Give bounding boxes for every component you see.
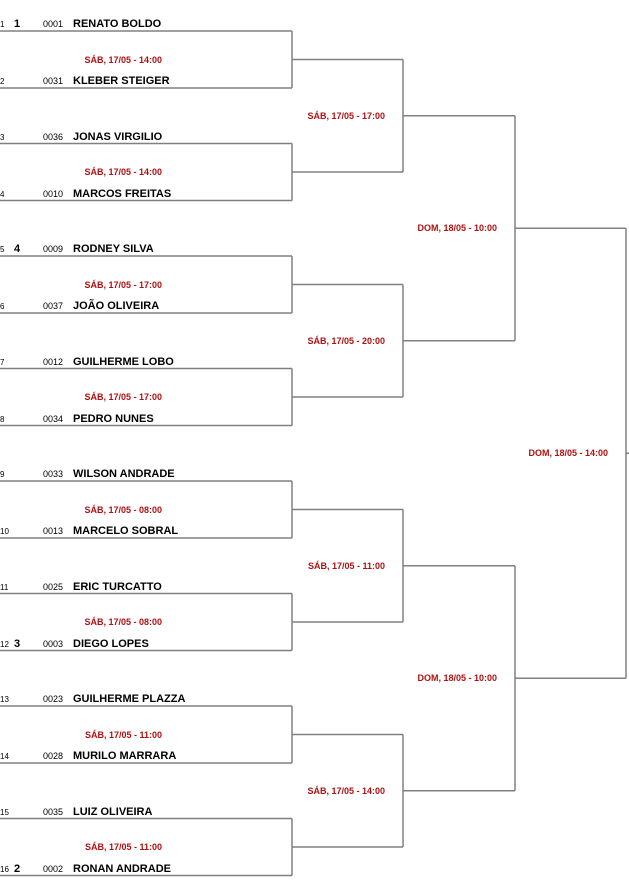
player-code: 0037 (43, 301, 64, 311)
draw-position: 6 (0, 302, 5, 311)
player-row: 2 0031 KLEBER STEIGER (0, 73, 292, 89)
player-name: RENATO BOLDO (73, 18, 162, 30)
seed-number: 3 (14, 637, 21, 650)
match-schedule: SÁB, 17/05 - 14:00 (84, 54, 162, 65)
match-schedule: SÁB, 17/05 - 17:00 (307, 110, 385, 121)
player-name: KLEBER STEIGER (73, 75, 170, 87)
match-schedule: SÁB, 17/05 - 08:00 (84, 504, 162, 515)
player-code: 0025 (43, 581, 64, 592)
draw-position: 16 (0, 864, 9, 874)
player-row: 10 0013 MARCELO SOBRAL (0, 523, 292, 539)
match-schedule: SÁB, 17/05 - 08:00 (84, 617, 162, 627)
seed-number: 4 (14, 243, 21, 255)
draw-position: 12 (0, 639, 9, 649)
player-name: DIEGO LOPES (73, 637, 149, 650)
player-row: 15 0035 LUIZ OLIVEIRA (0, 804, 292, 820)
player-code: 0028 (43, 751, 64, 761)
player-name: MARCOS FREITAS (73, 187, 172, 200)
draw-position: 15 (0, 807, 9, 817)
match-schedule: DOM, 18/05 - 14:00 (528, 448, 608, 459)
draw-position: 5 (0, 245, 5, 254)
player-code: 0034 (43, 413, 64, 424)
draw-position: 11 (0, 582, 9, 592)
player-row: 16 2 0002 RONAN ANDRADE (0, 861, 292, 877)
draw-position: 3 (0, 132, 5, 142)
player-code: 0035 (43, 806, 64, 817)
player-name: ERIC TURCATTO (73, 580, 162, 593)
player-name: MARCELO SOBRAL (73, 525, 179, 537)
player-code: 0001 (43, 19, 64, 29)
player-name: JONAS VIRGILIO (73, 130, 163, 143)
draw-position: 9 (0, 470, 5, 479)
player-name: PEDRO NUNES (73, 412, 154, 425)
player-row: 11 0025 ERIC TURCATTO (0, 579, 292, 595)
match-schedule: SÁB, 17/05 - 11:00 (307, 560, 385, 571)
seed-number: 2 (14, 862, 21, 875)
player-code: 0031 (43, 76, 64, 86)
match-schedule: SÁB, 17/05 - 14:00 (307, 785, 385, 796)
player-row: 6 0037 JOÃO OLIVEIRA (0, 298, 292, 314)
player-row: 13 0023 GUILHERME PLAZZA (0, 691, 292, 707)
player-name: JOÃO OLIVEIRA (73, 300, 160, 312)
player-row: 9 0033 WILSON ANDRADE (0, 466, 292, 482)
seed-number: 1 (14, 18, 21, 30)
player-code: 0010 (43, 188, 64, 199)
match-schedule: SÁB, 17/05 - 14:00 (84, 167, 162, 177)
player-row: 3 0036 JONAS VIRGILIO (0, 129, 292, 145)
player-code: 0002 (43, 863, 64, 874)
draw-position: 13 (0, 695, 9, 704)
player-row: 14 0028 MURILO MARRARA (0, 748, 292, 764)
draw-position: 2 (0, 77, 5, 86)
player-row: 7 0012 GUILHERME LOBO (0, 354, 292, 370)
player-code: 0023 (43, 694, 64, 704)
match-schedule: SÁB, 17/05 - 17:00 (84, 392, 162, 402)
player-row: 8 0034 PEDRO NUNES (0, 411, 292, 427)
player-code: 0003 (43, 638, 64, 649)
draw-position: 8 (0, 414, 5, 424)
draw-position: 4 (0, 189, 5, 199)
player-name: RODNEY SILVA (73, 243, 154, 255)
match-schedule: SÁB, 17/05 - 17:00 (84, 279, 162, 290)
player-name: GUILHERME LOBO (73, 355, 174, 368)
player-row: 4 0010 MARCOS FREITAS (0, 186, 292, 202)
draw-position: 10 (0, 527, 9, 536)
match-schedule: DOM, 18/05 - 10:00 (417, 673, 497, 684)
match-schedule: SÁB, 17/05 - 11:00 (84, 842, 162, 852)
player-code: 0009 (43, 244, 64, 254)
player-code: 0033 (43, 469, 64, 479)
player-row: 12 3 0003 DIEGO LOPES (0, 636, 292, 652)
player-name: GUILHERME PLAZZA (73, 693, 186, 705)
match-schedule: DOM, 18/05 - 10:00 (417, 223, 497, 234)
player-code: 0013 (43, 526, 64, 536)
draw-position: 7 (0, 357, 5, 367)
player-name: LUIZ OLIVEIRA (73, 805, 153, 818)
player-name: MURILO MARRARA (73, 750, 177, 762)
draw-position: 1 (0, 20, 5, 29)
player-code: 0036 (43, 131, 64, 142)
player-name: WILSON ANDRADE (73, 468, 175, 480)
draw-position: 14 (0, 752, 9, 761)
match-schedule: SÁB, 17/05 - 20:00 (307, 335, 385, 346)
player-name: RONAN ANDRADE (73, 862, 171, 875)
player-code: 0012 (43, 356, 64, 367)
match-schedule: SÁB, 17/05 - 11:00 (84, 729, 162, 740)
